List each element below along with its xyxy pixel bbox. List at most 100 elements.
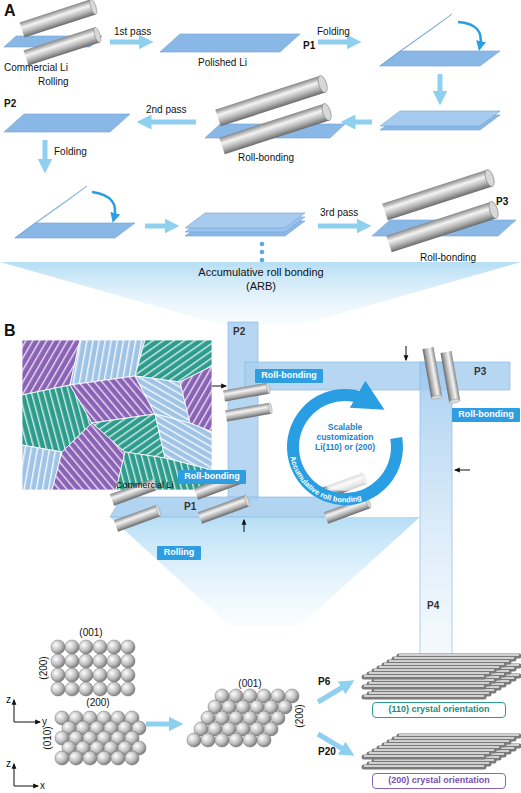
li-sheet bbox=[4, 114, 130, 132]
pointer-arrow bbox=[212, 386, 226, 387]
panel-a bbox=[0, 0, 521, 325]
process-arrow bbox=[146, 722, 176, 727]
li-band bbox=[420, 362, 452, 660]
part-name: Polished Li bbox=[198, 57, 247, 69]
axis-label: x bbox=[40, 780, 45, 792]
panel-a bbox=[219, 102, 333, 154]
panel-b: Accumulative roll bonding bbox=[22, 322, 510, 660]
folded-flap bbox=[380, 14, 452, 66]
process-tag: Roll-bonding bbox=[255, 369, 323, 383]
box-text: (200) crystal orientation bbox=[388, 776, 490, 786]
sheet-label: P3 bbox=[496, 196, 508, 208]
process-arrow bbox=[43, 140, 48, 166]
li-sheet bbox=[160, 34, 300, 52]
process-arrow bbox=[348, 120, 372, 125]
panel-b bbox=[422, 347, 442, 400]
orientation-box: (200) crystal orientation bbox=[372, 773, 506, 789]
process-name: Rolling bbox=[38, 76, 69, 88]
process-arrow bbox=[318, 40, 354, 45]
axis-label: z bbox=[6, 694, 11, 706]
orientation-box: (110) crystal orientation bbox=[372, 702, 506, 718]
center-note: Scalable customization Li(110) or (200) bbox=[303, 423, 387, 452]
lattice-models bbox=[51, 682, 135, 696]
panel-b bbox=[114, 504, 162, 531]
continuation-dot bbox=[260, 258, 265, 263]
plane-label: (010) bbox=[42, 726, 54, 749]
process-arrow bbox=[144, 120, 196, 125]
process-name: Roll-bonding bbox=[420, 252, 476, 264]
funnel-shade bbox=[110, 517, 420, 626]
process-arrow bbox=[145, 224, 172, 229]
panel-letter: B bbox=[4, 322, 16, 340]
panel-a bbox=[24, 26, 103, 65]
axis-label: y bbox=[42, 716, 47, 728]
folded-flap bbox=[15, 186, 87, 238]
fold-arrow bbox=[458, 22, 481, 46]
pass-label: 1st pass bbox=[114, 26, 151, 38]
panel-b bbox=[198, 495, 251, 524]
box-text: Rolling bbox=[164, 548, 195, 558]
panel-a bbox=[386, 200, 500, 252]
part-name: Commercial Li bbox=[116, 480, 174, 490]
li-sheet bbox=[380, 111, 500, 126]
grain-map bbox=[22, 340, 212, 490]
pass-label: 2nd pass bbox=[146, 104, 187, 116]
lattice-models bbox=[364, 655, 519, 677]
grain-map bbox=[92, 414, 165, 458]
axis-line bbox=[14, 700, 15, 722]
sheet-label: P1 bbox=[184, 501, 196, 513]
continuation-dot bbox=[260, 250, 265, 255]
lattice-models bbox=[14, 640, 519, 786]
process-name: Folding bbox=[54, 146, 87, 158]
process-name: Folding bbox=[317, 26, 350, 38]
plane-label: (001) bbox=[79, 627, 102, 639]
box-text: Roll-bonding bbox=[184, 472, 239, 482]
plane-label: (200) bbox=[86, 697, 109, 709]
pass-label: P6 bbox=[318, 676, 330, 688]
process-name: Roll-bonding bbox=[238, 152, 294, 164]
panel-b bbox=[440, 351, 460, 404]
box-text: Roll-bonding bbox=[458, 410, 513, 420]
method-abbrev: (ARB) bbox=[246, 280, 276, 293]
cycle-center bbox=[301, 403, 389, 491]
axis-line bbox=[14, 786, 38, 787]
method-name: Accumulative roll bonding bbox=[198, 266, 323, 279]
lattice-models bbox=[187, 733, 271, 747]
lattice-models bbox=[51, 654, 135, 668]
process-arrow bbox=[110, 40, 146, 45]
panel-b bbox=[223, 382, 271, 401]
plane-label: (200) bbox=[294, 704, 306, 727]
lattice-models bbox=[51, 668, 135, 682]
pass-label: P20 bbox=[318, 746, 336, 758]
sheet-label: P3 bbox=[474, 366, 486, 378]
funnel-shade bbox=[0, 262, 521, 325]
part-name: Commercial Li bbox=[4, 62, 68, 74]
li-band bbox=[245, 362, 510, 390]
lattice-models bbox=[364, 735, 519, 757]
sheet-label: P2 bbox=[233, 326, 245, 338]
process-tag: Roll-bonding bbox=[178, 470, 246, 484]
fold-arrow bbox=[92, 192, 115, 218]
axis-line bbox=[14, 764, 15, 786]
sheet-label: P2 bbox=[4, 98, 16, 110]
pointer-arrow bbox=[244, 520, 245, 532]
box-text: Roll-bonding bbox=[261, 371, 316, 381]
sheet-label: P1 bbox=[303, 40, 315, 52]
lattice-models bbox=[51, 640, 135, 654]
process-tag: Roll-bonding bbox=[452, 408, 520, 422]
process-tag: Rolling bbox=[157, 546, 201, 560]
lattice-models bbox=[55, 751, 139, 765]
box-text: (110) crystal orientation bbox=[388, 705, 489, 715]
process-arrow bbox=[438, 74, 443, 98]
plane-label: (200) bbox=[38, 656, 50, 679]
plane-label: (001) bbox=[238, 678, 261, 690]
li-sheet bbox=[185, 213, 305, 228]
pointer-arrow bbox=[406, 346, 407, 360]
axis-line bbox=[14, 722, 40, 723]
arc-text: Accumulative roll bonding bbox=[288, 455, 363, 504]
pass-label: 3rd pass bbox=[320, 207, 358, 219]
sheet-label: P4 bbox=[427, 600, 439, 612]
panel-letter: A bbox=[4, 2, 16, 20]
